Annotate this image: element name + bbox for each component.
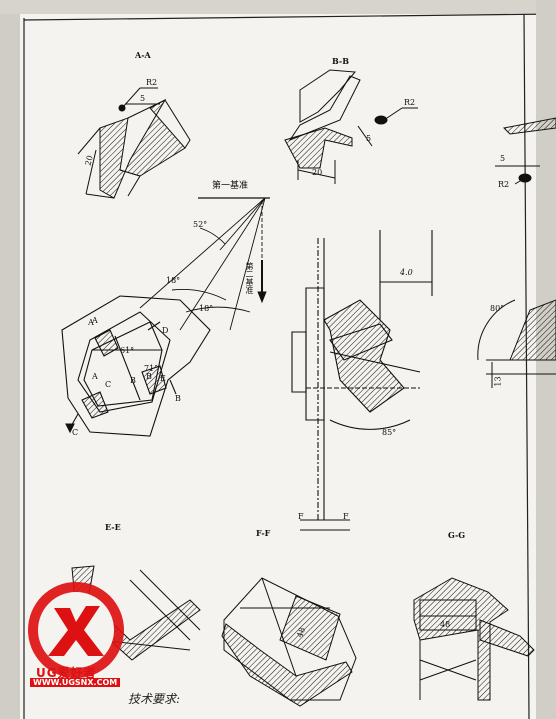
datum-label-vertical: 第二基准 <box>245 262 254 294</box>
dim-5-a: 5 <box>140 94 146 103</box>
point-a2: A <box>92 372 98 381</box>
point-c: C <box>105 380 112 389</box>
dim-13: 13 <box>493 376 503 387</box>
datum-construction <box>139 197 270 331</box>
dim-4-0: 4.0 <box>400 268 413 277</box>
section-title-ee: E-E <box>105 522 121 532</box>
partial-right-view <box>495 117 556 185</box>
frame-right <box>523 13 530 719</box>
dim-20-b: 20 <box>312 168 323 177</box>
dim-angle-61: 61° <box>120 346 135 355</box>
dim-r2-c: R2 <box>498 180 510 189</box>
dim-r2-a: R2 <box>146 78 158 87</box>
side-assembly-view <box>291 230 433 531</box>
dim-angle-85: 85° <box>382 428 397 437</box>
frame-top <box>23 13 556 21</box>
point-a-arrow: A <box>88 318 94 327</box>
ugsnx-logo <box>28 582 124 678</box>
section-title-aa: A-A <box>135 50 151 60</box>
point-f-left: F <box>298 512 304 521</box>
top-scan-edge <box>0 0 556 14</box>
point-f-right: F <box>343 512 349 521</box>
datum-label: 第一基准 <box>212 181 249 191</box>
point-e: E <box>160 374 166 383</box>
dim-48-g: 48 <box>440 620 451 629</box>
section-title-bb: B-B <box>332 56 349 66</box>
dim-angle-18b: 18° <box>199 304 214 313</box>
dim-5-b: 5 <box>366 134 372 143</box>
dim-5-c: 5 <box>500 154 506 163</box>
section-bb-view <box>284 69 418 184</box>
watermark-brand: UG爱好者 <box>36 666 97 680</box>
section-title-ff: F-F <box>256 528 271 538</box>
left-scan-edge <box>0 0 20 719</box>
point-b: B <box>130 376 136 385</box>
dim-angle-18a: 18° <box>166 276 181 285</box>
right-angle-view <box>477 299 556 388</box>
dim-r2-b: R2 <box>404 98 416 107</box>
section-title-gg: G-G <box>448 530 466 540</box>
dim-angle-52: 52° <box>193 220 208 229</box>
watermark-url: WWW.UGSNX.COM <box>30 678 121 687</box>
dim-angle-71: 71° <box>144 364 159 373</box>
section-ff-view <box>221 577 357 707</box>
hex-part-view <box>61 295 211 437</box>
dim-angle-80: 80° <box>490 304 505 313</box>
point-d: D <box>162 326 169 335</box>
point-b2: B <box>146 372 152 381</box>
point-a: A <box>92 316 98 325</box>
section-gg-view <box>413 577 535 701</box>
section-aa-view <box>77 87 191 199</box>
point-b-arrow: B <box>175 394 181 403</box>
technical-requirements-note: 技术要求: <box>128 692 181 706</box>
point-c-arrow: C <box>72 428 79 437</box>
